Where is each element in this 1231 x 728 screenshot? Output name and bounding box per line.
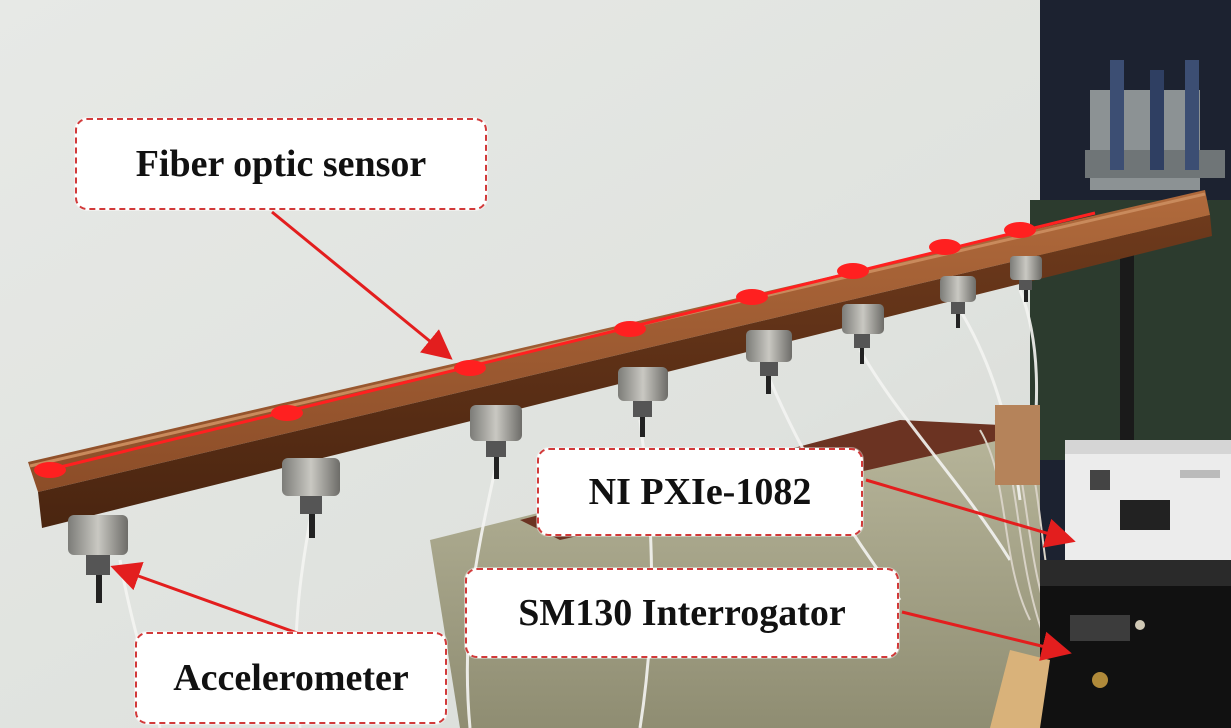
accelerometer-5 bbox=[746, 330, 792, 394]
accelerometers bbox=[68, 256, 1042, 603]
label-ni-pxie: NI PXIe-1082 bbox=[537, 448, 863, 536]
label-accelerometer-text: Accelerometer bbox=[173, 657, 409, 699]
fbg-sensor-points bbox=[34, 222, 1036, 478]
accelerometer-3 bbox=[470, 405, 522, 479]
label-fiber-optic-sensor-text: Fiber optic sensor bbox=[135, 143, 427, 185]
fbg-point-2 bbox=[271, 405, 303, 421]
arrow-fiber-optic-sensor bbox=[271, 210, 453, 360]
beam-top-surface bbox=[28, 190, 1210, 492]
accelerometer-2 bbox=[282, 458, 340, 538]
fbg-point-8 bbox=[1004, 222, 1036, 238]
label-accelerometer: Accelerometer bbox=[135, 632, 447, 724]
ni-pxie-chassis bbox=[1065, 440, 1231, 560]
wooden-stand bbox=[990, 650, 1050, 728]
fbg-point-7 bbox=[929, 239, 961, 255]
arrow-ni-pxie bbox=[865, 478, 1076, 548]
fbg-point-6 bbox=[837, 263, 869, 279]
accelerometer-1 bbox=[68, 515, 128, 603]
label-sm130-interrogator: SM130 Interrogator bbox=[465, 568, 899, 658]
accelerometer-8 bbox=[1010, 256, 1042, 302]
label-ni-pxie-text: NI PXIe-1082 bbox=[588, 471, 812, 513]
accelerometer-6 bbox=[842, 304, 884, 364]
wooden-post bbox=[995, 405, 1040, 485]
clamp-bolt-2 bbox=[1150, 70, 1164, 170]
arrow-sm130 bbox=[901, 610, 1072, 661]
fbg-point-1 bbox=[34, 462, 66, 478]
clamp-bolt-1 bbox=[1110, 60, 1124, 170]
arrow-accelerometer bbox=[110, 561, 301, 636]
rack-post bbox=[1120, 220, 1134, 470]
clamp-bolt-3 bbox=[1185, 60, 1199, 170]
label-sm130-interrogator-text: SM130 Interrogator bbox=[518, 592, 846, 634]
annotation-arrows bbox=[110, 210, 1076, 661]
accelerometer-4 bbox=[618, 367, 668, 437]
sm130-interrogator-box bbox=[1040, 560, 1231, 728]
label-fiber-optic-sensor: Fiber optic sensor bbox=[75, 118, 487, 210]
fbg-point-5 bbox=[736, 289, 768, 305]
fiber-optic-line bbox=[39, 211, 1096, 474]
fbg-point-3 bbox=[454, 360, 486, 376]
accelerometer-7 bbox=[940, 276, 976, 328]
fbg-point-4 bbox=[614, 321, 646, 337]
